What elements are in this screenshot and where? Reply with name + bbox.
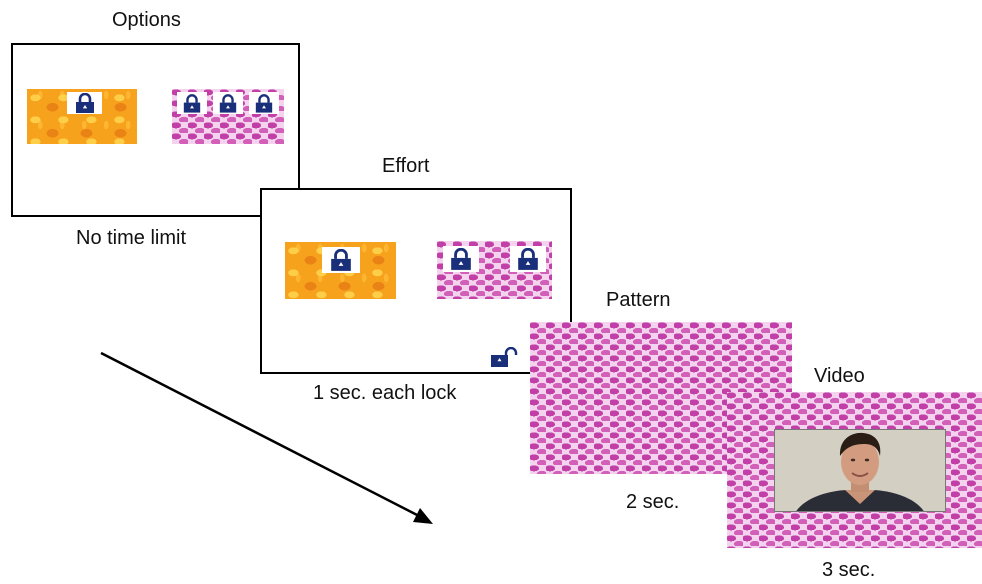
padlock-icon [443,246,479,272]
pattern-title: Pattern [606,289,671,311]
options-title: Options [112,9,181,31]
padlock-icon [510,246,546,272]
effort-title: Effort [382,155,430,177]
video-screen [727,392,982,548]
video-caption: 3 sec. [822,559,876,581]
padlock-icon [213,92,243,114]
unlocked-padlock-icon [489,346,519,372]
options-caption: No time limit [76,227,187,249]
orange-option-card [27,89,137,144]
face-video-frame [774,429,946,512]
pattern-caption: 2 sec. [626,491,680,513]
person-photo [775,430,945,511]
padlock-icon [67,92,102,114]
options-screen [11,43,300,217]
padlock-icon [322,247,360,273]
padlock-icon [177,92,207,114]
effort-screen [260,188,572,374]
pink-option-card [172,89,284,144]
video-title: Video [814,365,865,387]
padlock-icon [249,92,279,114]
pink-effort-card [437,241,552,299]
orange-effort-card [285,242,396,299]
effort-caption: 1 sec. each lock [313,382,457,404]
